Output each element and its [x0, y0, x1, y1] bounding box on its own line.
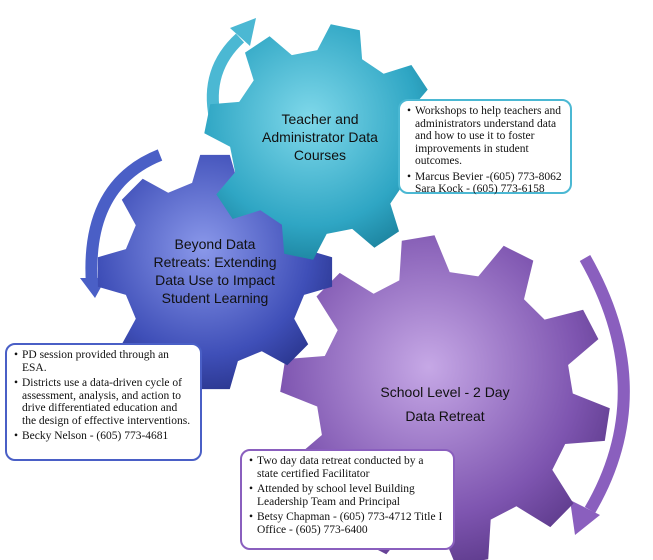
bullet: Districts use a data-driven cycle of ass…: [14, 377, 194, 427]
arrowhead-teal: [230, 18, 256, 46]
bullet: Two day data retreat conducted by a stat…: [249, 455, 447, 480]
bullet: Betsy Chapman - (605) 773-4712 Title I O…: [249, 511, 447, 536]
bullet: PD session provided through an ESA.: [14, 349, 194, 374]
gear-title-beyond: Beyond Data Retreats: Extending Data Use…: [153, 236, 277, 306]
arrowhead-purple: [570, 500, 600, 535]
info-box-beyond: PD session provided through an ESA. Distr…: [5, 343, 202, 461]
gear-title-teacher: Teacher and Administrator Data Courses: [262, 111, 378, 163]
arrow-purple: [579, 255, 630, 514]
gear-title-school: School Level - 2 Day Data Retreat: [380, 384, 510, 424]
bullet: Attended by school level Building Leader…: [249, 483, 447, 508]
info-box-teacher: Workshops to help teachers and administr…: [398, 99, 572, 196]
bullet: Workshops to help teachers and administr…: [407, 105, 564, 168]
bullet: Marcus Bevier -(605) 773-8062 Sara Kock …: [407, 171, 564, 196]
arrow-blue: [85, 149, 163, 286]
bullet: Becky Nelson - (605) 773-4681: [14, 430, 194, 443]
gear-teacher-courses: [204, 24, 440, 260]
info-box-school: Two day data retreat conducted by a stat…: [240, 449, 455, 550]
